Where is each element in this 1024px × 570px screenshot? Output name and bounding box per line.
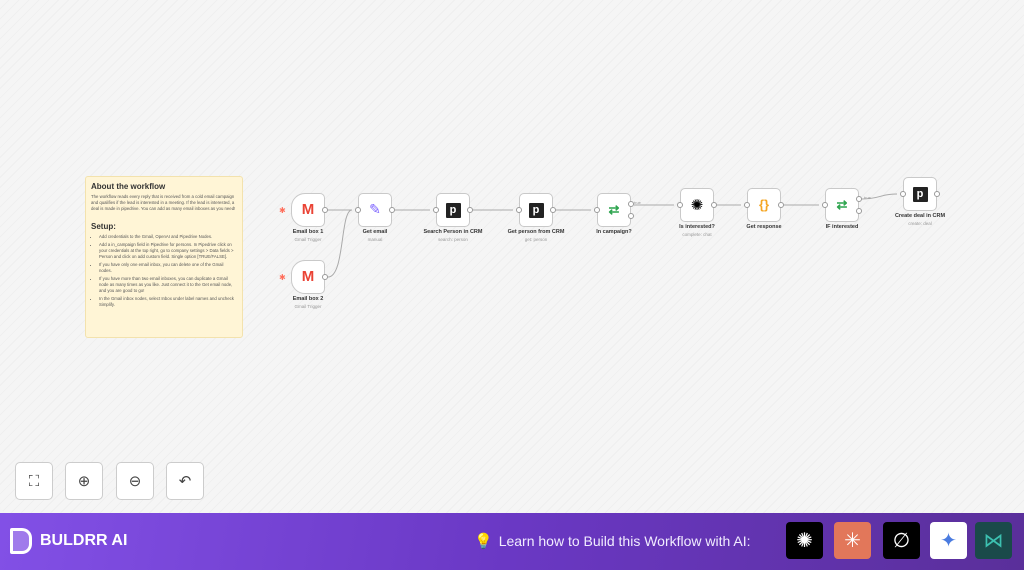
brand-name: BULDRR AI: [40, 532, 128, 549]
zoom-in-button[interactable]: ⊕: [65, 462, 103, 500]
note-title: About the workflow: [91, 182, 166, 191]
learn-text: Learn how to Build this Workflow with AI…: [498, 533, 751, 549]
connection-port[interactable]: [322, 207, 328, 213]
footer-banner: BULDRR AI 💡 Learn how to Build this Workf…: [0, 513, 1024, 570]
openai-icon: ✺: [690, 196, 704, 214]
connections: [327, 193, 898, 278]
brand-logo[interactable]: BULDRR AI: [10, 528, 127, 554]
zoom-out-icon: ⊖: [128, 473, 142, 490]
workflow-node[interactable]: ⇄: [825, 188, 859, 222]
gemini-icon[interactable]: ✦: [930, 522, 967, 559]
setup-item: Add credentials to the Gmail, OpenAI and…: [99, 234, 237, 240]
edge-label-true: true: [864, 195, 871, 200]
setup-title: Setup:: [91, 222, 116, 231]
node-label: Email box 2: [292, 296, 324, 302]
node-label: Is interested?: [679, 224, 715, 230]
zoom-out-button[interactable]: ⊖: [116, 462, 154, 500]
workflow-node[interactable]: ✺: [680, 188, 714, 222]
node-subtitle: complete: chat: [682, 232, 712, 237]
connection-port[interactable]: [778, 202, 784, 208]
workflow-node[interactable]: M: [291, 260, 325, 294]
node-subtitle: Gmail Trigger: [294, 237, 322, 242]
workflow-canvas[interactable]: About the workflow The workflow reads ev…: [0, 0, 1024, 513]
workflow-node[interactable]: ⇄: [597, 193, 631, 227]
workflow-node[interactable]: {}: [747, 188, 781, 222]
setup-item: If you have only one email inbox, you ca…: [99, 262, 237, 274]
if-icon: ⇄: [608, 202, 620, 217]
pipedrive-icon: p: [445, 202, 461, 218]
fit-view-button[interactable]: ⛶: [15, 462, 53, 500]
node-subtitle: search: person: [438, 237, 468, 242]
gmail-icon: M: [301, 201, 315, 218]
node-label: Get email: [362, 229, 388, 235]
connection-port[interactable]: [856, 208, 862, 214]
note-body: The workflow reads every reply that is r…: [91, 194, 236, 211]
workflow-node[interactable]: p: [436, 193, 470, 227]
node-label: Email box 1: [292, 229, 324, 235]
node-label: IF interested: [825, 224, 859, 230]
node-label: Create deal in CRM: [894, 213, 946, 219]
perplexity-icon[interactable]: ∅: [883, 522, 920, 559]
node-label: Get person from CRM: [507, 229, 565, 235]
sticky-note[interactable]: About the workflow The workflow reads ev…: [85, 176, 243, 338]
pencil-icon: ✎: [369, 201, 381, 217]
deepseek-icon[interactable]: ⋈: [975, 522, 1012, 559]
node-subtitle: manual: [367, 237, 383, 242]
setup-item: In the Gmail inbox nodes, select Inbox u…: [99, 296, 237, 308]
connection-port[interactable]: [516, 207, 522, 213]
chatgpt-icon[interactable]: ✺: [786, 522, 823, 559]
code-icon: {}: [758, 197, 770, 212]
connection-port[interactable]: [900, 191, 906, 197]
connection-port[interactable]: [711, 202, 717, 208]
if-icon: ⇄: [836, 197, 848, 212]
connection-port[interactable]: [934, 191, 940, 197]
undo-icon: ↶: [178, 473, 192, 490]
pipedrive-icon: p: [912, 186, 928, 202]
workflow-node[interactable]: ✎: [358, 193, 392, 227]
connection-port[interactable]: [628, 201, 634, 207]
connection-port[interactable]: [433, 207, 439, 213]
fullscreen-icon: ⛶: [28, 472, 40, 490]
workflow-node[interactable]: p: [903, 177, 937, 211]
workflow-node[interactable]: p: [519, 193, 553, 227]
node-subtitle: create: deal: [908, 221, 932, 226]
setup-item: If you have more than two email inboxes,…: [99, 276, 237, 294]
workflow-node[interactable]: M: [291, 193, 325, 227]
connection-port[interactable]: [677, 202, 683, 208]
node-subtitle: get: person: [524, 237, 548, 242]
node-label: Get response: [746, 224, 782, 230]
connection-port[interactable]: [856, 196, 862, 202]
trigger-marker-icon: ✱: [279, 206, 286, 215]
reset-button[interactable]: ↶: [166, 462, 204, 500]
node-subtitle: Gmail Trigger: [294, 304, 322, 309]
lightbulb-icon: 💡: [474, 533, 493, 550]
connection-port[interactable]: [322, 274, 328, 280]
connection-port[interactable]: [822, 202, 828, 208]
connection-port[interactable]: [594, 207, 600, 213]
buldrr-logo-icon: [10, 528, 32, 554]
connection-port[interactable]: [467, 207, 473, 213]
zoom-in-icon: ⊕: [77, 473, 91, 490]
pipedrive-icon: p: [528, 202, 544, 218]
node-label: In campaign?: [596, 229, 632, 235]
connection-port[interactable]: [744, 202, 750, 208]
connection-port[interactable]: [550, 207, 556, 213]
node-label: Search Person in CRM: [423, 229, 483, 235]
trigger-marker-icon: ✱: [279, 273, 286, 282]
connection-port[interactable]: [389, 207, 395, 213]
connection-port[interactable]: [355, 207, 361, 213]
claude-icon[interactable]: ✳: [834, 522, 871, 559]
gmail-icon: M: [301, 268, 315, 285]
connection-port[interactable]: [628, 213, 634, 219]
setup-item: Add a in_campaign field in Pipedrive for…: [99, 242, 237, 260]
edge-label-true: true: [634, 200, 641, 205]
